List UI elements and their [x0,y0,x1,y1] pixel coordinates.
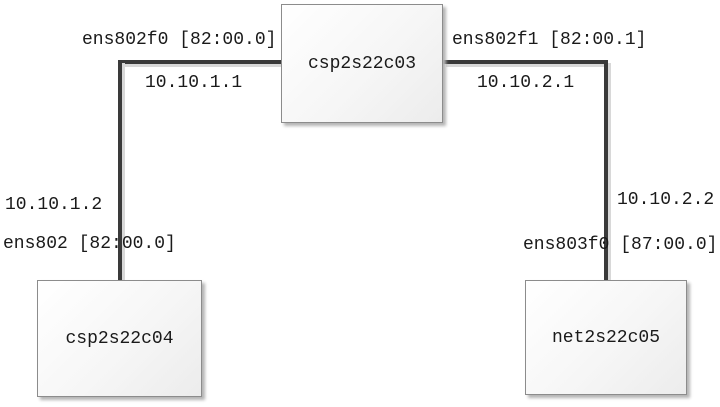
node-csp2s22c04: csp2s22c04 [37,280,202,397]
interface-label-left-top: ens802f0 [82:00.0] [82,30,277,50]
ip-label-right-bottom: 10.10.2.2 [617,190,715,210]
ip-label-right-top: 10.10.2.1 [477,73,575,93]
interface-label-left-bottom: ens802 [82:00.0] [3,234,176,254]
node-label-csp2s22c04: csp2s22c04 [65,328,174,349]
ip-label-left-top: 10.10.1.1 [145,73,243,93]
link-left-vertical-segment [118,60,122,280]
node-csp2s22c03: csp2s22c03 [281,4,443,123]
interface-label-right-top: ens802f1 [82:00.1] [452,30,647,50]
node-net2s22c05: net2s22c05 [525,280,687,395]
node-label-csp2s22c03: csp2s22c03 [307,53,417,74]
interface-label-right-bottom: ens803f0 [87:00.0] [523,235,718,255]
link-right-vertical-segment [604,60,608,280]
ip-label-left-bottom: 10.10.1.2 [5,195,103,215]
link-left-horizontal-segment [118,60,281,64]
node-label-net2s22c05: net2s22c05 [551,327,661,348]
link-right-horizontal-segment [443,60,608,64]
